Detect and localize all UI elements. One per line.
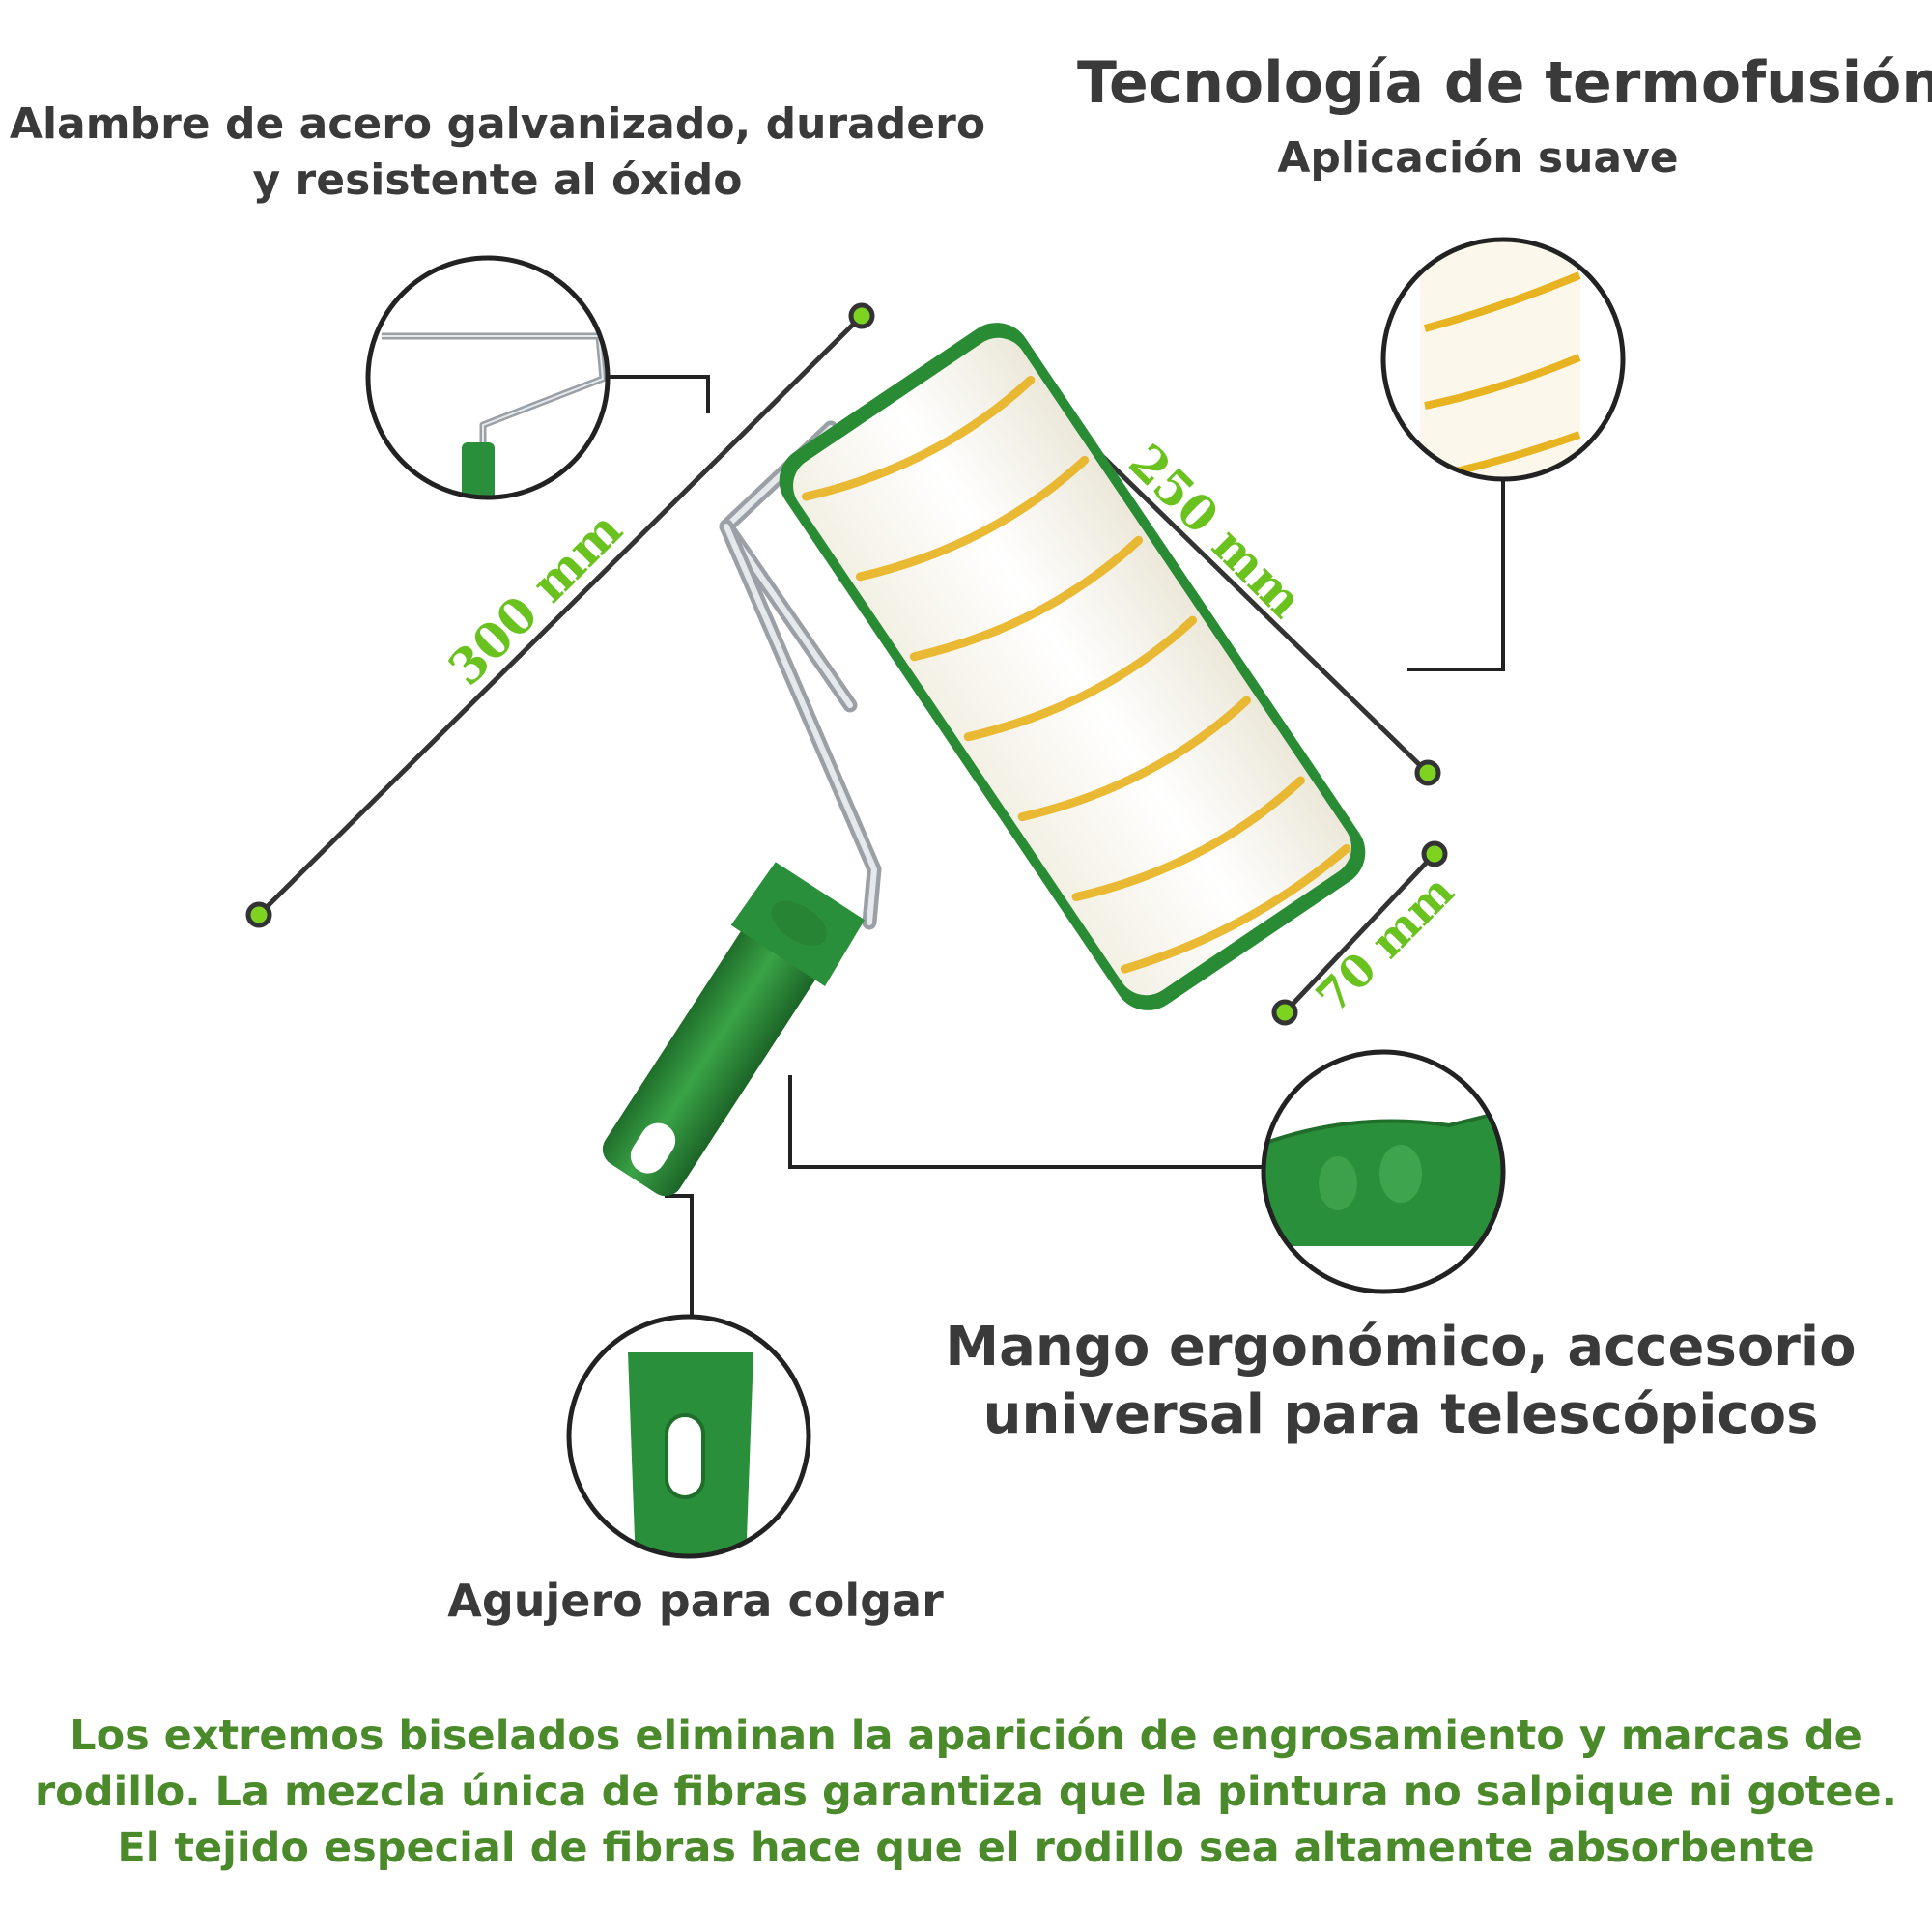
roller-fiber-detail-icon: [1380, 237, 1626, 482]
dimension-line-300: [245, 302, 875, 928]
tech-subtitle: Aplicación suave: [1277, 133, 1679, 183]
callout-connectors: [609, 375, 1505, 1317]
wire-feature-label: Alambre de acero galvanizado, duradero y…: [9, 99, 986, 205]
roller-product: [602, 323, 1366, 1197]
handle-grip-detail-icon: [1261, 1049, 1506, 1294]
dimension-line-70: [1271, 840, 1448, 1026]
tech-title: Tecnología de termofusión: [1077, 49, 1932, 117]
handle-feature-label: Mango ergonómico, accesorio universal pa…: [945, 1316, 1857, 1446]
hang-hole-detail-icon: [566, 1314, 811, 1559]
wire-frame-detail-icon: [365, 255, 611, 500]
hole-feature-label: Agujero para colgar: [447, 1575, 944, 1627]
product-description: Los extremos biselados eliminan la apari…: [34, 1712, 1898, 1872]
